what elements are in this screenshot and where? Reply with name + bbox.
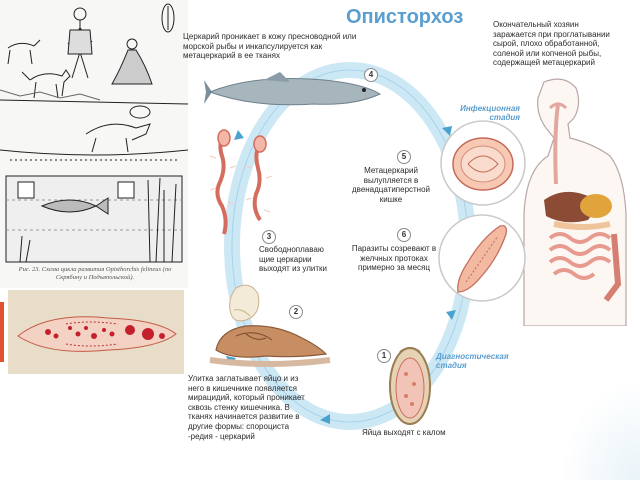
step-2-badge: 2 <box>289 305 303 319</box>
step-2-text: Улитка заглатывает яйцо и из него в кише… <box>188 374 305 441</box>
lifecycle-sketch <box>0 0 188 288</box>
human-body-illustration <box>523 78 627 326</box>
step-6-badge: 6 <box>397 228 411 242</box>
step-5-badge: 5 <box>397 150 411 164</box>
step-3-badge: 3 <box>262 230 276 244</box>
left-accent-strip <box>0 302 4 362</box>
cercariae-illustration <box>209 129 273 235</box>
figure-caption: Рис. 23. Схема цикла развития Opisthorch… <box>18 266 172 281</box>
definitive-host-text: Окончательный хозяин заражается при прог… <box>493 20 610 68</box>
step-1-text: Яйца выходят с калом <box>362 428 446 437</box>
step-4-badge: 4 <box>364 68 378 82</box>
step-4-text: Церкарий проникает в кожу пресноводной и… <box>183 32 357 61</box>
snail-illustration <box>209 284 331 367</box>
step-1-badge: 1 <box>377 349 391 363</box>
fluke-photo <box>8 290 184 374</box>
metacercaria-circle <box>440 120 526 206</box>
egg-illustration <box>389 347 431 425</box>
step-3-text: Свободноплаваю щие церкарии выходят из у… <box>259 245 328 274</box>
cycle-arrows <box>226 126 456 424</box>
stage-diagnostic-label: Диагностическая стадия <box>436 352 509 370</box>
step-5-text: Метацеркарий вылупляется в двенадцатипер… <box>351 166 431 204</box>
page-title: Описторхоз <box>346 6 464 28</box>
fish-illustration <box>204 72 382 106</box>
adult-fluke-circle <box>438 214 526 302</box>
step-6-text: Паразиты созревают в желчных протоках пр… <box>351 244 437 273</box>
stage-infection-label: Инфекционная стадия <box>460 104 520 122</box>
corner-glow <box>560 380 640 480</box>
old-lifecycle-scheme: Рис. 23. Схема цикла развития Opisthorch… <box>0 0 188 288</box>
